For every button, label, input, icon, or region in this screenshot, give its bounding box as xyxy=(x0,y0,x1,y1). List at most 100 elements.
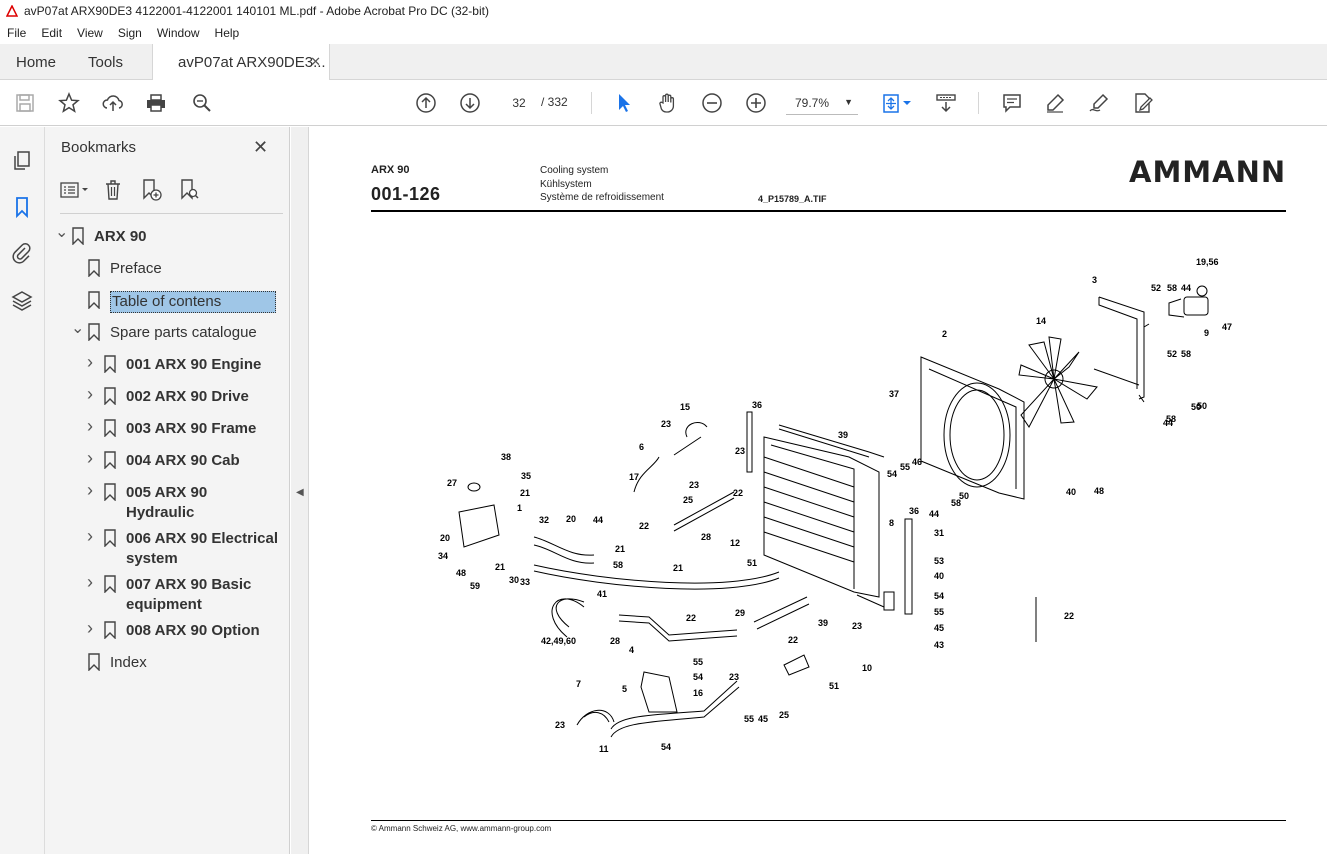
fill-sign-icon[interactable] xyxy=(1131,91,1155,115)
next-page-icon[interactable] xyxy=(458,91,482,115)
tab-tools[interactable]: Tools xyxy=(88,53,124,71)
menu-edit[interactable]: Edit xyxy=(41,26,63,40)
menu-view[interactable]: View xyxy=(77,26,103,40)
bookmark-icon xyxy=(104,419,116,437)
bookmark-label: 007 ARX 90 Basic equipment xyxy=(126,576,252,613)
zoom-out-icon[interactable] xyxy=(700,91,724,115)
previous-page-icon[interactable] xyxy=(414,91,438,115)
part-callout: 45 xyxy=(934,623,944,633)
bookmark-item[interactable]: ›008 ARX 90 Option xyxy=(87,618,260,641)
chevron-down-icon[interactable]: ⌄ xyxy=(71,320,85,337)
tab-document[interactable]: avP07at ARX90DE3... ✕ xyxy=(152,44,330,81)
part-callout: 21 xyxy=(673,563,683,573)
bookmark-options-button[interactable] xyxy=(60,177,90,203)
part-callout: 39 xyxy=(838,430,848,440)
save-icon[interactable] xyxy=(13,91,37,115)
bookmark-icon xyxy=(104,451,116,469)
bookmark-item[interactable]: Index xyxy=(71,653,147,673)
menu-bar: File Edit View Sign Window Help xyxy=(0,22,1327,44)
part-callout: 30 xyxy=(509,575,519,585)
system-title-en: Cooling system xyxy=(540,165,609,176)
header-rule xyxy=(371,210,1286,212)
tab-home[interactable]: Home xyxy=(16,53,57,71)
layers-icon[interactable] xyxy=(10,289,34,313)
comment-icon[interactable] xyxy=(1000,91,1024,115)
list-options-icon xyxy=(60,182,88,198)
print-icon[interactable] xyxy=(144,91,168,115)
bookmark-item[interactable]: ›001 ARX 90 Engine xyxy=(87,352,261,375)
zoom-in-icon[interactable] xyxy=(744,91,768,115)
bookmark-item[interactable]: › 007 ARX 90 Basic equipment xyxy=(87,572,276,615)
new-bookmark-button[interactable] xyxy=(136,177,166,203)
hand-tool-icon[interactable] xyxy=(656,91,680,115)
system-title-fr: Système de refroidissement xyxy=(540,192,664,203)
select-cursor-icon[interactable] xyxy=(612,91,636,115)
highlight-pen-icon[interactable] xyxy=(1043,91,1067,115)
bookmark-item[interactable]: ›002 ARX 90 Drive xyxy=(87,384,249,407)
part-callout: 22 xyxy=(1064,611,1074,621)
bookmark-properties-button[interactable] xyxy=(174,177,204,203)
bookmark-item[interactable]: ⌄Spare parts catalogue xyxy=(71,320,257,343)
bookmarks-toolbar xyxy=(60,177,204,203)
ammann-logo: AMMANN xyxy=(1129,155,1287,189)
bookmark-icon xyxy=(88,259,100,277)
delete-bookmark-button[interactable] xyxy=(98,177,128,203)
bookmark-item[interactable]: ›006 ARX 90 Electrical system xyxy=(87,526,286,569)
bookmark-icon xyxy=(88,653,100,671)
menu-file[interactable]: File xyxy=(7,26,27,40)
part-callout: 19,56 xyxy=(1196,257,1219,267)
part-callout: 23 xyxy=(735,446,745,456)
bookmarks-panel-icon[interactable] xyxy=(10,195,34,219)
document-viewport[interactable]: ARX 90 001-126 Cooling system Kühlsystem… xyxy=(309,127,1327,854)
bookmark-label: Table of contens xyxy=(110,291,276,313)
close-tab-icon[interactable]: ✕ xyxy=(310,54,321,69)
part-callout: 29 xyxy=(735,608,745,618)
panel-collapse-handle[interactable]: ◀ xyxy=(291,127,309,854)
part-callout: 42,49,60 xyxy=(541,636,576,646)
part-callout: 6 xyxy=(639,442,644,452)
page-thumbnails-icon[interactable] xyxy=(10,149,34,173)
chevron-right-icon[interactable]: › xyxy=(87,572,93,592)
bookmark-item[interactable]: ⌄ARX 90 xyxy=(55,224,147,247)
page-code: 001-126 xyxy=(371,184,441,204)
chevron-right-icon[interactable]: › xyxy=(87,416,93,436)
bookmark-item[interactable]: ›005 ARX 90 Hydraulic xyxy=(87,480,246,523)
part-callout: 55 xyxy=(693,657,703,667)
bookmark-item[interactable]: Table of contens xyxy=(71,291,276,313)
scroll-mode-icon[interactable] xyxy=(934,91,958,115)
toolbar: 32 / 332 79.7% ▼ xyxy=(0,80,1327,126)
bookmark-item[interactable]: Preface xyxy=(71,259,162,279)
zoom-level-select[interactable]: 79.7% ▼ xyxy=(786,91,858,115)
bookmark-item[interactable]: ›003 ARX 90 Frame xyxy=(87,416,256,439)
part-callout: 36 xyxy=(909,506,919,516)
page-number-input[interactable]: 32 xyxy=(501,91,537,115)
upload-cloud-icon[interactable] xyxy=(101,91,125,115)
chevron-right-icon[interactable]: › xyxy=(87,526,93,546)
part-callout: 9 xyxy=(1204,328,1209,338)
chevron-right-icon[interactable]: › xyxy=(87,618,93,638)
attachments-icon[interactable] xyxy=(10,241,34,265)
zoom-search-icon[interactable] xyxy=(190,91,214,115)
part-callout: 52 xyxy=(1151,283,1161,293)
part-callout: 22 xyxy=(639,521,649,531)
chevron-right-icon[interactable]: › xyxy=(87,448,93,468)
menu-window[interactable]: Window xyxy=(156,26,200,40)
menu-sign[interactable]: Sign xyxy=(117,26,142,40)
part-callout: 39 xyxy=(818,618,828,628)
star-icon[interactable] xyxy=(57,91,81,115)
part-callout: 58 xyxy=(1181,349,1191,359)
draw-freehand-icon[interactable] xyxy=(1087,91,1111,115)
part-callout: 58 xyxy=(1166,414,1176,424)
fit-options-chevron-icon[interactable] xyxy=(900,91,914,115)
close-panel-icon[interactable]: ✕ xyxy=(253,137,269,157)
bookmark-item[interactable]: ›004 ARX 90 Cab xyxy=(87,448,240,471)
chevron-down-icon[interactable]: ⌄ xyxy=(55,224,69,241)
chevron-right-icon[interactable]: › xyxy=(87,352,93,372)
chevron-right-icon[interactable]: › xyxy=(87,480,93,500)
menu-help[interactable]: Help xyxy=(214,26,240,40)
fit-page-icon[interactable] xyxy=(879,91,903,115)
part-callout: 46 xyxy=(912,457,922,467)
chevron-right-icon[interactable]: › xyxy=(87,384,93,404)
